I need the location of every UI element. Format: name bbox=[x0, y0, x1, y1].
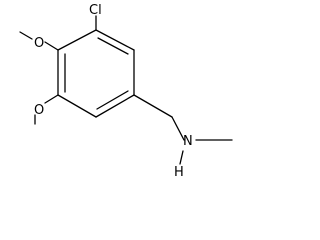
structure-canvas: Cl O O N H bbox=[19, 3, 233, 180]
ring-bond-c6-c1 bbox=[57, 29, 97, 51]
bond-n-h bbox=[179, 150, 184, 165]
nitrogen-label: N bbox=[183, 134, 193, 149]
oxygen-upper-label: O bbox=[34, 36, 44, 51]
bond-o-upper-methyl bbox=[19, 31, 33, 40]
bond-c6-o-upper bbox=[44, 41, 59, 51]
ring-bond-c4-c5 bbox=[57, 94, 97, 118]
ring-bond-c1-c2 bbox=[95, 29, 135, 51]
ring-double-bond-c3-c4-inner bbox=[96, 90, 129, 110]
bond-c3-ch2 bbox=[133, 94, 173, 118]
chlorine-label: Cl bbox=[89, 3, 102, 18]
hydrogen-label: H bbox=[174, 165, 184, 180]
oxygen-lower-label: O bbox=[34, 103, 44, 118]
bond-c5-o-lower bbox=[44, 94, 59, 104]
molecule-structure: Cl O O N H bbox=[19, 3, 233, 180]
ring-bond-c3-c4 bbox=[95, 94, 135, 118]
ring-double-bond-c1-c2-inner bbox=[97, 37, 129, 55]
bond-ch2-n bbox=[171, 116, 185, 141]
